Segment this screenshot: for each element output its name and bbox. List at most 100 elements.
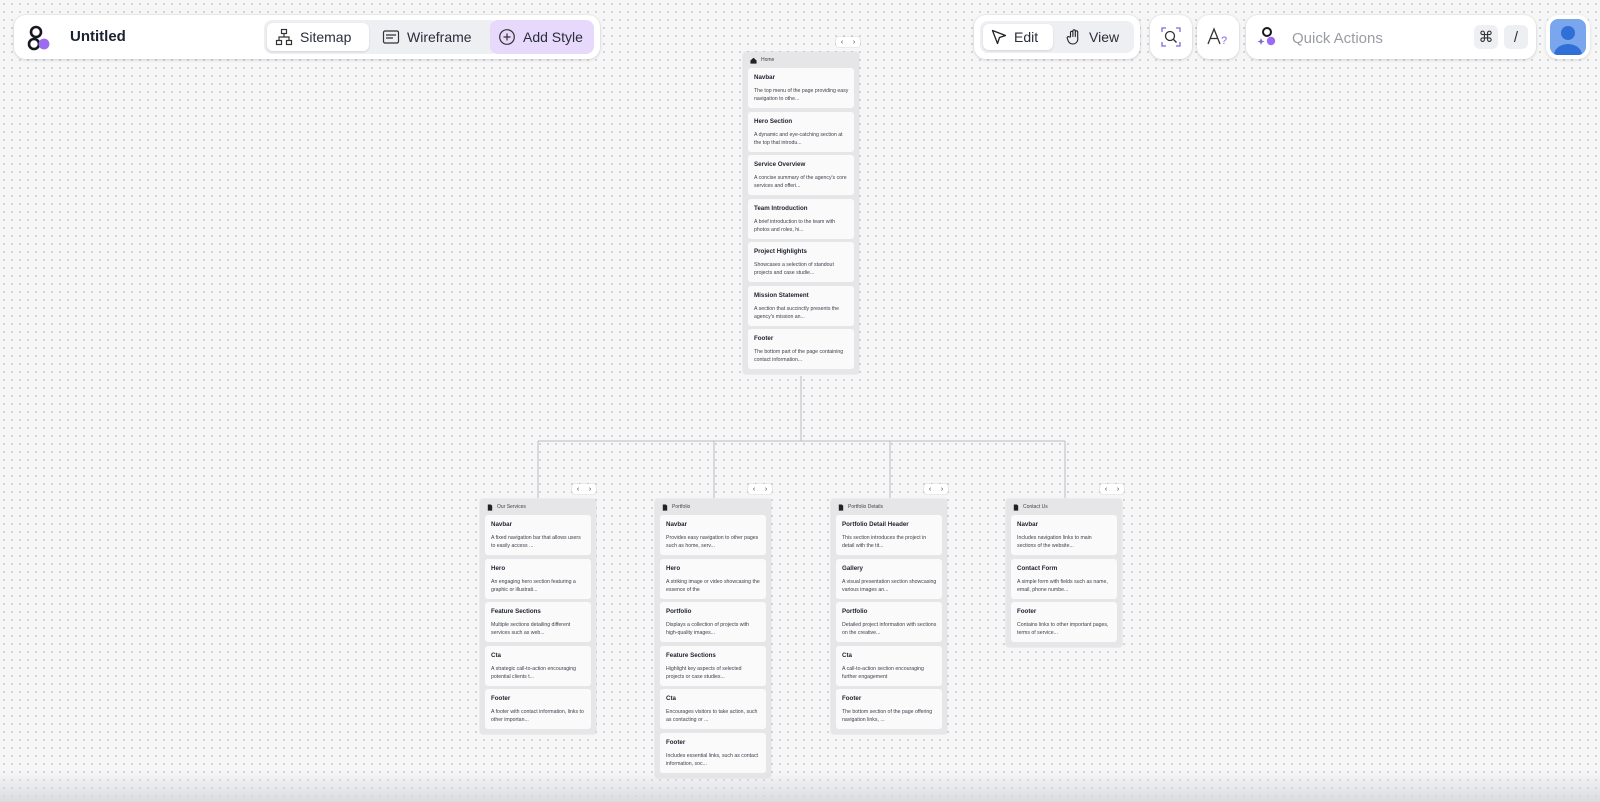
home-icon xyxy=(750,57,757,64)
section-title: Cta xyxy=(842,651,852,659)
section-description: A strategic call-to-action encouraging p… xyxy=(491,665,577,680)
next-arrow-icon[interactable]: › xyxy=(852,38,856,46)
app-logo[interactable] xyxy=(26,24,54,52)
sitemap-label: Sitemap xyxy=(300,29,352,45)
section-description: A brief introduction to the team with ph… xyxy=(754,218,836,233)
section-title: Service Overview xyxy=(754,161,806,168)
user-icon xyxy=(1554,26,1582,55)
prev-arrow-icon[interactable]: ‹ xyxy=(928,485,932,493)
prev-arrow-icon[interactable]: ‹ xyxy=(576,485,580,493)
our-services-nav-arrows[interactable]: ‹› xyxy=(572,484,596,494)
portfolio-details-nav-arrows[interactable]: ‹› xyxy=(924,484,948,494)
wireframe-tab[interactable]: Wireframe xyxy=(374,23,494,51)
prev-arrow-icon[interactable]: ‹ xyxy=(840,38,844,46)
prev-arrow-icon[interactable]: ‹ xyxy=(1104,485,1108,493)
edit-label: Edit xyxy=(1014,29,1039,45)
command-key-hint: ⌘ xyxy=(1474,25,1498,49)
wireframe-label: Wireframe xyxy=(407,29,472,45)
section-description: A concise summary of the agency's core s… xyxy=(754,175,847,190)
add-style-label: Add Style xyxy=(523,29,583,45)
section-card[interactable]: Service Overview A concise summary of the… xyxy=(748,155,854,195)
section-description: Multiple sections detailing different se… xyxy=(491,622,571,637)
section-title: Footer xyxy=(666,738,686,746)
home-nav-arrows[interactable]: ‹› xyxy=(836,37,860,47)
edit-mode-button[interactable]: Edit xyxy=(983,24,1053,50)
section-title: Footer xyxy=(754,335,774,342)
page-name: Portfolio xyxy=(672,504,691,510)
zoom-search-button[interactable] xyxy=(1150,15,1192,59)
view-mode-button[interactable]: View xyxy=(1058,24,1130,50)
font-help-button[interactable]: ? xyxy=(1197,15,1239,59)
sitemap-icon xyxy=(275,28,293,46)
page-header: Portfolio Details xyxy=(836,499,942,515)
page-name: Portfolio Details xyxy=(848,504,884,510)
section-title: Cta xyxy=(666,695,676,702)
user-avatar-button[interactable] xyxy=(1546,15,1590,59)
section-title: Portfolio xyxy=(842,608,868,615)
page-name: Contact Us xyxy=(1023,504,1048,510)
page-icon xyxy=(487,503,493,511)
section-card[interactable]: Hero An engaging hero section featuring a… xyxy=(485,558,591,599)
section-title: Hero xyxy=(491,564,506,572)
main-toolbar: Untitled Sitemap Wireframe Add Style xyxy=(14,15,600,59)
next-arrow-icon[interactable]: › xyxy=(1116,485,1120,493)
portfolio-nav-arrows[interactable]: ‹› xyxy=(748,484,772,494)
section-title: Feature Sections xyxy=(491,608,541,615)
sitemap-tab[interactable]: Sitemap xyxy=(267,23,369,51)
page-header: Portfolio xyxy=(660,499,766,515)
section-title: Feature Sections xyxy=(666,651,716,659)
hand-icon xyxy=(1066,29,1079,45)
page-card-portfolio-details[interactable]: Portfolio Details Portfolio Detail Heade… xyxy=(831,499,947,734)
prev-arrow-icon[interactable]: ‹ xyxy=(752,485,756,493)
next-arrow-icon[interactable]: › xyxy=(940,485,944,493)
section-description: Detailed project information with sectio… xyxy=(842,622,937,637)
section-title: Hero xyxy=(666,564,681,572)
add-style-button[interactable]: Add Style xyxy=(490,20,594,54)
contact-us-nav-arrows[interactable]: ‹› xyxy=(1100,484,1124,494)
section-title: Navbar xyxy=(1017,521,1038,528)
section-title: Footer xyxy=(1017,608,1037,615)
plus-circle-icon xyxy=(499,29,515,45)
section-card[interactable]: Team Introduction A brief introduction to… xyxy=(748,198,854,239)
section-description: Includes essential links, such as contac… xyxy=(666,752,758,767)
next-arrow-icon[interactable]: › xyxy=(588,485,592,493)
quick-actions-input[interactable] xyxy=(1290,24,1464,52)
section-title: Team Introduction xyxy=(754,204,808,212)
next-arrow-icon[interactable]: › xyxy=(764,485,768,493)
section-description: An engaging hero section featuring a gra… xyxy=(491,578,576,593)
page-icon xyxy=(1013,503,1019,511)
canvas-bottom-shadow xyxy=(0,772,1600,802)
section-description: The bottom part of the page containing c… xyxy=(754,349,844,364)
page-name: Our Services xyxy=(497,504,526,510)
document-title[interactable]: Untitled xyxy=(70,28,126,45)
section-description: A footer with contact information, links… xyxy=(491,709,584,724)
section-title: Mission Statement xyxy=(754,291,809,299)
